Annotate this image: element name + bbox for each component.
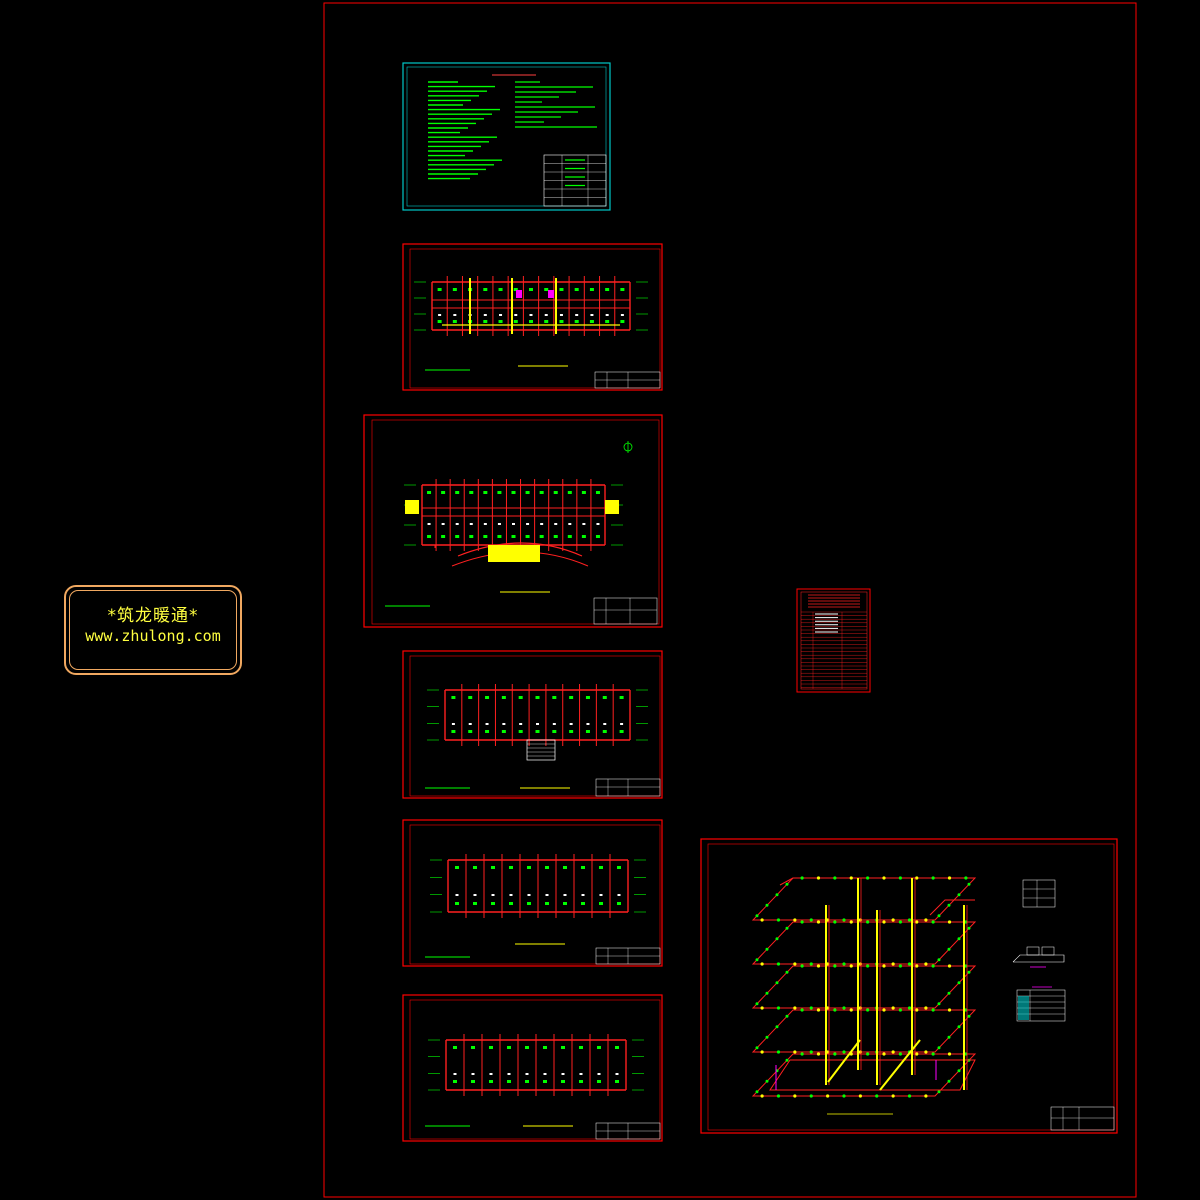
floor-plan-1 (414, 276, 648, 371)
legend-table-1 (1022, 879, 1056, 908)
floor-plan-2 (425, 684, 648, 789)
notes-text-block-right (515, 81, 597, 128)
detail-diagram (1012, 946, 1065, 968)
floor-plan-sheet-3[interactable] (402, 819, 663, 967)
drawing-boundary (323, 2, 1137, 1198)
zhulong-logo[interactable]: *筑龙暖通* www.zhulong.com (64, 585, 242, 675)
ground-floor-plan-sheet[interactable] (363, 414, 663, 628)
floor-plan-4 (425, 1034, 644, 1127)
piping-isometric-diagram (751, 876, 977, 1098)
title-block-3 (595, 778, 661, 797)
north-arrow-icon (623, 441, 633, 453)
title-block-5 (595, 1122, 661, 1140)
title-block-2 (593, 597, 658, 625)
equipment-table (800, 591, 868, 690)
legend-table-2 (1016, 986, 1066, 1022)
design-notes-sheet[interactable] (402, 62, 611, 211)
logo-url[interactable]: www.zhulong.com (85, 627, 221, 645)
title-block-1 (594, 371, 661, 389)
logo-title: *筑龙暖通* (107, 606, 199, 626)
ground-floor-plan (385, 479, 623, 607)
piping-isometric-sheet[interactable] (700, 838, 1118, 1134)
equipment-table-sheet[interactable] (796, 588, 871, 693)
notes-title-block (543, 154, 607, 207)
floor-plan-3 (425, 854, 646, 958)
notes-text-block-left (428, 81, 502, 180)
floor-plan-sheet-4[interactable] (402, 994, 663, 1142)
title-block-4 (595, 947, 661, 965)
floor-plan-sheet-2[interactable] (402, 650, 663, 799)
floor-plan-sheet-1[interactable] (402, 243, 663, 391)
title-block-6 (1050, 1106, 1115, 1131)
